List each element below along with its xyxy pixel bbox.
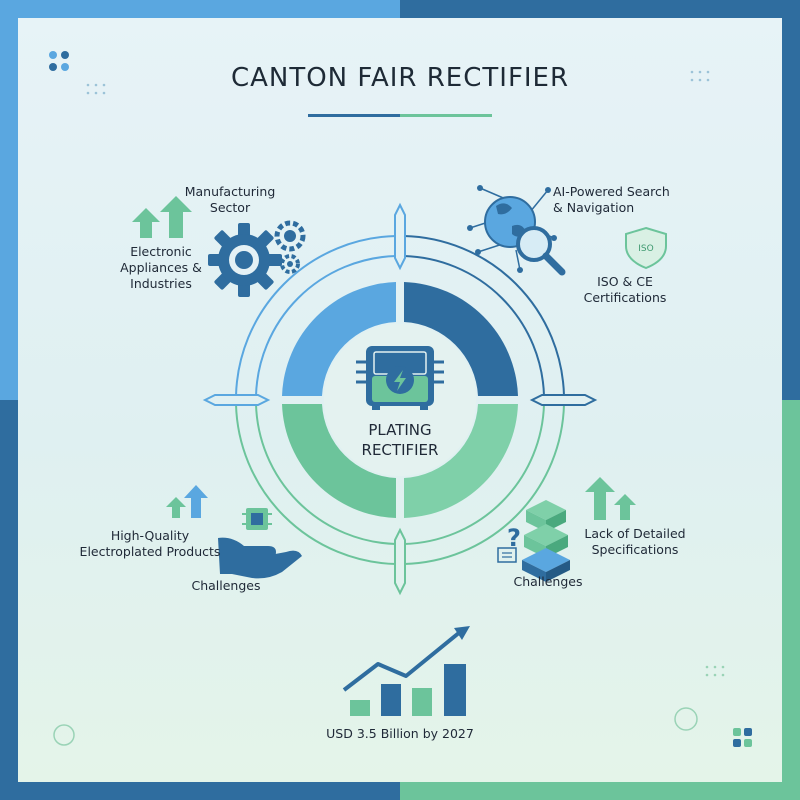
center-label-line1: PLATING (368, 421, 432, 439)
electroplated-products-label: High-Quality Electroplated Products (79, 528, 221, 559)
challenges-right-label: Challenges (513, 574, 583, 589)
outer-ring (202, 202, 598, 596)
manufacturing-sector-label: Manufacturing Sector (184, 184, 276, 215)
decor-dots-icon (49, 51, 752, 747)
center-label-line2: RECTIFIER (361, 441, 439, 459)
iso-shield-icon: ISO (625, 226, 667, 270)
rectifier-device-icon (356, 346, 444, 410)
title-underline-blue (308, 114, 400, 117)
gear-icon (208, 220, 306, 297)
growth-arrows-right-icon (585, 477, 636, 520)
center-label: PLATING RECTIFIER (330, 420, 470, 460)
challenges-left-label: Challenges (191, 578, 261, 593)
lack-specs-label: Lack of Detailed Specifications (584, 526, 686, 557)
market-size-label: USD 3.5 Billion by 2027 (326, 726, 474, 741)
hand-chip-icon (218, 508, 302, 579)
bar-chart-growth-icon (342, 626, 470, 716)
question-mark-icon: ? (507, 524, 521, 552)
electronic-appliances-label: Electronic Appliances & Industries (120, 244, 202, 291)
page-title: CANTON FAIR RECTIFIER (230, 63, 570, 93)
ai-search-label: AI-Powered Search & Navigation (553, 184, 670, 215)
iso-ce-label: ISO & CE Certifications (583, 274, 667, 305)
growth-arrows-small-icon (166, 485, 208, 518)
magnifier-icon (516, 226, 566, 276)
cube-stack-icon (497, 500, 570, 582)
title-underline-green (400, 114, 492, 117)
growth-arrows-icon (132, 196, 192, 238)
iso-badge-text: ISO (638, 244, 653, 254)
